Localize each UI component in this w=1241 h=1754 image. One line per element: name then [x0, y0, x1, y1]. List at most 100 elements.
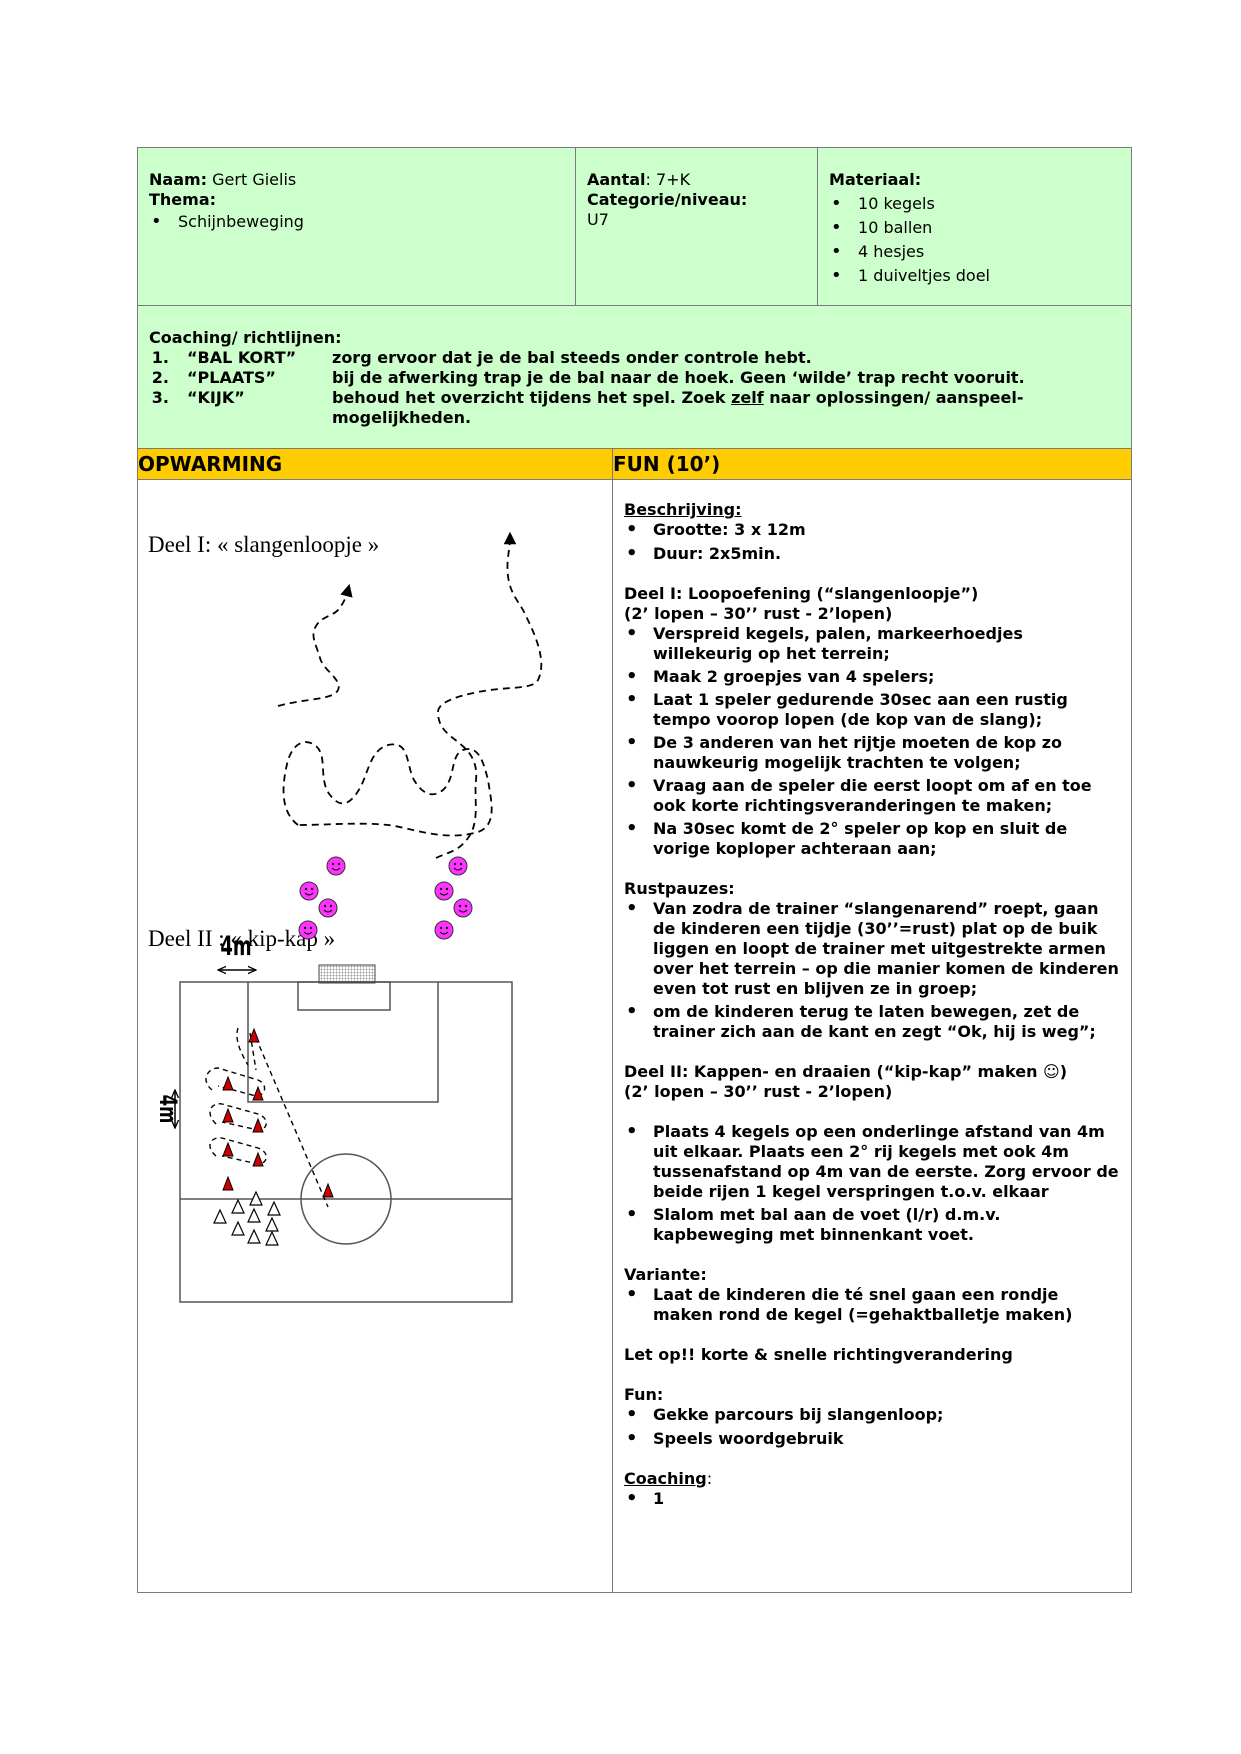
pass-line	[255, 1037, 329, 1208]
coaching-key: “PLAATS”	[187, 368, 276, 387]
deel2-list: Plaats 4 kegels op een onderlinge afstan…	[624, 1122, 1120, 1245]
snake-path-right	[435, 531, 543, 859]
rust-title: Rustpauzes:	[624, 879, 735, 898]
slalom-path	[209, 1137, 267, 1165]
snake-path-main	[282, 741, 493, 837]
list-item: Slalom met bal aan de voet (l/r) d.m.v. …	[624, 1205, 1120, 1245]
cone-icon	[265, 1230, 279, 1246]
slalom-path	[236, 1027, 257, 1071]
naam-thema-cell: Naam: Gert Gielis Thema: Schijnbeweging	[137, 147, 576, 306]
goal-area	[297, 981, 391, 1011]
description-cell: Beschrijving: Grootte: 3 x 12m Duur: 2x5…	[611, 479, 1133, 1593]
materiaal-item: 10 ballen	[829, 216, 1120, 240]
player-icon	[434, 920, 454, 940]
player-icon	[318, 898, 338, 918]
list-item: Laat de kinderen die té snel gaan een ro…	[624, 1285, 1120, 1325]
fun-title: Fun:	[624, 1385, 664, 1404]
coaching-text: behoud het overzicht tijdens het spel. Z…	[332, 388, 1024, 427]
list-item: Grootte: 3 x 12m	[624, 520, 1120, 540]
materiaal-item: 4 hesjes	[829, 240, 1120, 264]
exercise-diagram: 4m 4m	[154, 531, 543, 1303]
deel2-sub: (2’ lopen – 30’’ rust - 2’lopen)	[624, 1082, 893, 1101]
fun-header: FUN (10’)	[611, 448, 1133, 480]
letop-text: Let op!! korte & snelle richtingverander…	[624, 1345, 1013, 1364]
thema-list: Schijnbeweging	[149, 212, 564, 232]
coaching-row: 2. “PLAATS” bij de afwerking trap je de …	[149, 368, 1120, 388]
player-icon	[448, 856, 468, 876]
deel2-title: Deel II: Kappen- en draaien (“kip-kap” m…	[624, 1062, 1068, 1081]
naam-value: Gert Gielis	[207, 170, 297, 189]
list-item: De 3 anderen van het rijtje moeten de ko…	[624, 733, 1120, 773]
coaching-title-bottom: Coaching	[624, 1469, 707, 1488]
materiaal-item: 10 kegels	[829, 192, 1120, 216]
player-icon	[453, 898, 473, 918]
variante-title: Variante:	[624, 1265, 707, 1284]
materiaal-item: 1 duiveltjes doel	[829, 264, 1120, 288]
aantal-label: Aantal	[587, 170, 646, 189]
materiaal-cell: Materiaal: 10 kegels 10 ballen 4 hesjes …	[817, 147, 1133, 306]
variante-list: Laat de kinderen die té snel gaan een ro…	[624, 1285, 1120, 1325]
materiaal-list: 10 kegels 10 ballen 4 hesjes 1 duiveltje…	[829, 192, 1120, 288]
list-item: Van zodra de trainer “slangenarend” roep…	[624, 899, 1120, 999]
list-item: Duur: 2x5min.	[624, 544, 1120, 564]
list-item: Verspreid kegels, palen, markeerhoedjes …	[624, 624, 1120, 664]
cone-icon	[222, 1175, 234, 1191]
coaching-key: “BAL KORT”	[187, 348, 297, 367]
coaching-num: 2.	[151, 368, 169, 387]
coaching-num: 1.	[151, 348, 169, 367]
cone-icon	[213, 1208, 227, 1224]
categorie-label: Categorie/niveau:	[587, 190, 748, 209]
cone-icon	[222, 1075, 234, 1091]
zelf-underlined: zelf	[731, 388, 764, 407]
dimension-label-vertical: 4m	[154, 1095, 182, 1124]
cone-icon	[247, 1228, 261, 1244]
aantal-value: : 7+K	[645, 170, 691, 189]
thema-item: Schijnbeweging	[149, 212, 564, 232]
cone-icon	[222, 1107, 234, 1123]
cone-icon	[322, 1182, 334, 1198]
list-item: Vraag aan de speler die eerst loopt om a…	[624, 776, 1120, 816]
rust-list: Van zodra de trainer “slangenarend” roep…	[624, 899, 1120, 1042]
beschrijving-list: Grootte: 3 x 12m Duur: 2x5min.	[624, 520, 1120, 564]
snake-path-left	[277, 583, 353, 707]
cone-icon	[248, 1027, 260, 1043]
deel1-label: Deel I: « slangenloopje »	[148, 532, 380, 557]
cone-icon	[252, 1117, 264, 1133]
thema-label: Thema:	[149, 190, 217, 209]
beschrijving-title: Beschrijving:	[624, 500, 742, 519]
centre-circle	[300, 1153, 392, 1245]
player-icon	[298, 920, 318, 940]
categorie-value: U7	[587, 210, 609, 229]
aantal-cell: Aantal: 7+K Categorie/niveau: U7	[574, 147, 819, 306]
penalty-box	[247, 982, 439, 1103]
session-sheet: Naam: Gert Gielis Thema: Schijnbeweging …	[136, 147, 1133, 1593]
slalom-path	[209, 1103, 267, 1131]
pitch-outline	[179, 981, 513, 1303]
coaching-key: “KIJK”	[187, 388, 245, 407]
deel1-title: Deel I: Loopoefening (“slangenloopje”)	[624, 584, 979, 603]
coaching-num: 3.	[151, 388, 169, 407]
player-icon	[299, 881, 319, 901]
cone-icon	[222, 1141, 234, 1157]
cone-icon	[252, 1085, 264, 1101]
naam-label: Naam:	[149, 170, 208, 189]
list-item: Laat 1 speler gedurende 30sec aan een ru…	[624, 690, 1120, 730]
deel1-list: Verspreid kegels, palen, markeerhoedjes …	[624, 624, 1120, 859]
cone-icon	[267, 1200, 281, 1216]
session-table: Naam: Gert Gielis Thema: Schijnbeweging …	[136, 147, 1133, 1593]
coaching-text: zorg ervoor dat je de bal steeds onder c…	[332, 348, 812, 367]
coaching-cell: Coaching/ richtlijnen: 1. “BAL KORT” zor…	[136, 305, 1133, 449]
coaching-row: 3. “KIJK” behoud het overzicht tijdens h…	[149, 388, 1120, 428]
list-item: 1	[624, 1489, 1120, 1509]
cone-icon	[231, 1220, 245, 1236]
list-item: Speels woordgebruik	[624, 1429, 1120, 1449]
fun-list: Gekke parcours bij slangenloop; Speels w…	[624, 1405, 1120, 1449]
deel1-sub: (2’ lopen – 30’’ rust - 2’lopen)	[624, 604, 893, 623]
dimension-label-horizontal: 4m	[220, 932, 251, 962]
materiaal-label: Materiaal:	[829, 170, 922, 189]
cone-icon	[231, 1198, 245, 1214]
player-icon	[326, 856, 346, 876]
diagram-cell: Deel I: « slangenloopje » Deel II : « ki…	[137, 479, 613, 1593]
list-item: Gekke parcours bij slangenloop;	[624, 1405, 1120, 1425]
coaching-row: 1. “BAL KORT” zorg ervoor dat je de bal …	[149, 348, 1120, 368]
